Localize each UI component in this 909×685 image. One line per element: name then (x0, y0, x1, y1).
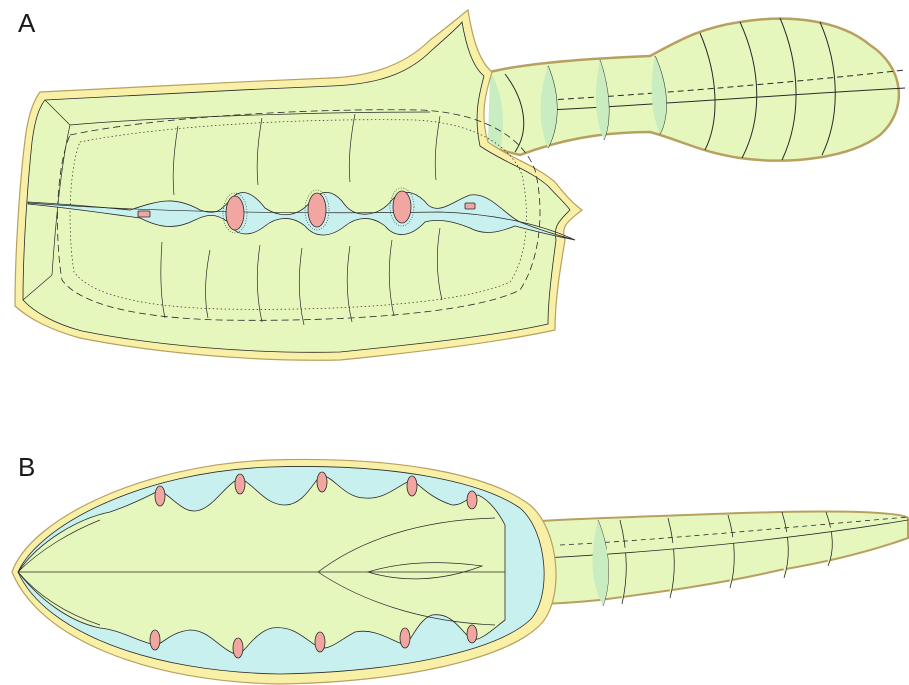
tail-a (488, 18, 905, 161)
specimen-a (15, 10, 905, 360)
specimen-b (12, 459, 908, 684)
